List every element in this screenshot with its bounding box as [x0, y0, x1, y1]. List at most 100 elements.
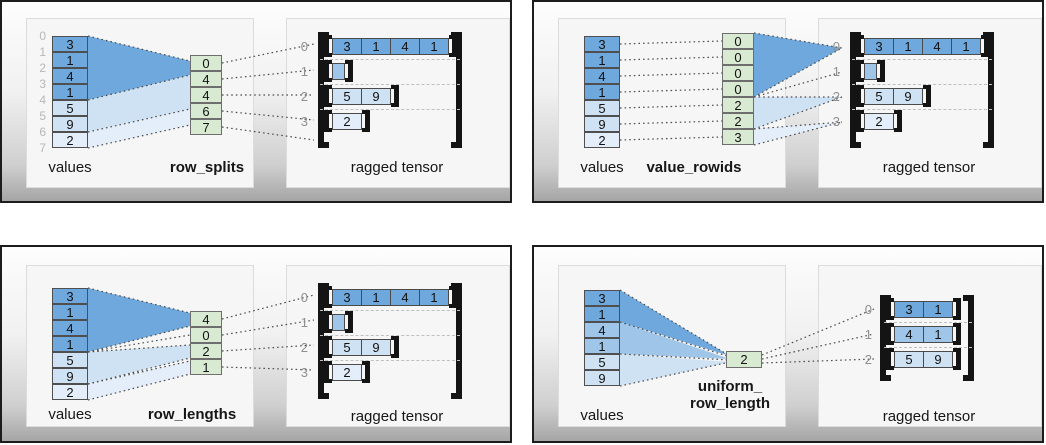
dotted-connector [221, 319, 315, 336]
dotted-connector [221, 43, 315, 64]
funnel-light [88, 345, 190, 384]
close-bracket-icon [345, 311, 353, 333]
close-bracket-icon [877, 60, 885, 82]
value-cell: 2 [52, 132, 88, 148]
value-rowids-cell: 2 [722, 113, 754, 129]
tensor-row-empty [324, 60, 353, 82]
dotted-connector [619, 361, 731, 387]
result-caption: ragged tensor [350, 408, 444, 425]
open-bracket-icon [856, 35, 864, 57]
dotted-connector [87, 357, 191, 385]
close-bracket-icon [953, 323, 961, 345]
funnel-dark [88, 288, 190, 352]
tensor-cell: 9 [361, 87, 391, 105]
dotted-connector [753, 71, 843, 98]
row-separator [852, 109, 992, 110]
connector-overlay [619, 289, 875, 387]
tensor-row-empty [856, 60, 885, 82]
dotted-connector [753, 96, 843, 130]
value-cell: 5 [584, 354, 620, 370]
row-index: 0 [300, 39, 308, 54]
value-cell: 1 [52, 84, 88, 100]
uniform-row-length-cell-wrap: 2 [726, 351, 762, 368]
open-bracket-icon [324, 35, 332, 57]
quad-value-rowids: 3 1 4 1 5 9 2 0 0 0 0 2 2 3 0 1 2 3 3 1 … [532, 0, 1044, 203]
tensor-row: 5 9 [886, 348, 961, 370]
row-index: 0 [864, 302, 872, 317]
values-column: 3 1 4 1 5 9 2 [584, 36, 620, 148]
row-index: 3 [300, 114, 308, 129]
open-bracket-icon [886, 323, 894, 345]
row-separator [320, 335, 460, 336]
dotted-connector [221, 344, 315, 352]
row-splits-cell: 7 [190, 119, 222, 135]
value-index: 6 [39, 125, 46, 139]
connector-overlay [619, 32, 843, 146]
dotted-connector [87, 344, 191, 353]
tensor-cell: 3 [864, 37, 894, 55]
close-bracket-icon [981, 35, 989, 57]
tensor-cell: 3 [332, 288, 362, 306]
row-lengths-cell: 2 [190, 343, 222, 359]
tensor-cell: 9 [893, 87, 923, 105]
value-rowids-cell: 3 [722, 129, 754, 145]
funnel-dark [620, 290, 730, 356]
row-index: 3 [832, 114, 840, 129]
funnel-xlight [88, 361, 190, 400]
value-cell: 1 [584, 306, 620, 322]
dotted-connector [619, 56, 723, 61]
value-cell: 4 [584, 68, 620, 84]
row-index: 3 [300, 365, 308, 380]
row-separator [320, 59, 460, 60]
value-rowids-cell: 2 [722, 97, 754, 113]
values-caption: values [580, 159, 624, 176]
funnel-dark [754, 33, 842, 97]
tensor-close-bracket [963, 295, 974, 381]
tensor-row: 3 1 [886, 298, 961, 320]
value-cell: 9 [584, 116, 620, 132]
dotted-connector [753, 32, 843, 49]
close-bracket-icon [953, 348, 961, 370]
row-separator [852, 84, 992, 85]
tensor-cell: 4 [922, 37, 952, 55]
tensor-row-empty [324, 311, 353, 333]
value-cell: 2 [584, 132, 620, 148]
tensor-cell: 3 [894, 300, 924, 318]
value-cell: 1 [52, 336, 88, 352]
value-rowids-cell: 0 [722, 81, 754, 97]
open-bracket-icon [886, 298, 894, 320]
row-index: 1 [864, 327, 872, 342]
close-bracket-icon [362, 361, 370, 383]
tensor-cell: 1 [419, 37, 449, 55]
close-bracket-icon [953, 298, 961, 320]
row-separator [320, 84, 460, 85]
method-caption: row_lengths [147, 406, 237, 423]
row-index: 2 [832, 89, 840, 104]
open-bracket-icon [886, 348, 894, 370]
tensor-open-bracket [318, 283, 329, 399]
dotted-connector [619, 120, 723, 125]
dotted-connector [753, 47, 843, 98]
row-splits-cell: 4 [190, 71, 222, 87]
tensor-cell: 2 [332, 112, 362, 130]
row-separator [852, 59, 992, 60]
tensor-row: 3 1 4 1 [856, 35, 989, 57]
value-cell: 3 [52, 36, 88, 52]
value-cell: 9 [584, 370, 620, 386]
dotted-connector [619, 104, 723, 109]
tensor-row: 5 9 [324, 336, 399, 358]
value-cell: 2 [52, 384, 88, 400]
value-cell: 1 [52, 304, 88, 320]
open-bracket-icon [324, 110, 332, 132]
dotted-connector [221, 110, 315, 121]
tensor-row: 2 [324, 110, 370, 132]
open-bracket-icon [324, 336, 332, 358]
tensor-cell: 1 [361, 288, 391, 306]
open-bracket-icon [324, 361, 332, 383]
value-index: 2 [39, 61, 46, 75]
row-index: 2 [300, 89, 308, 104]
dotted-connector [619, 136, 723, 141]
row-index: 0 [300, 290, 308, 305]
row-separator [320, 310, 460, 311]
